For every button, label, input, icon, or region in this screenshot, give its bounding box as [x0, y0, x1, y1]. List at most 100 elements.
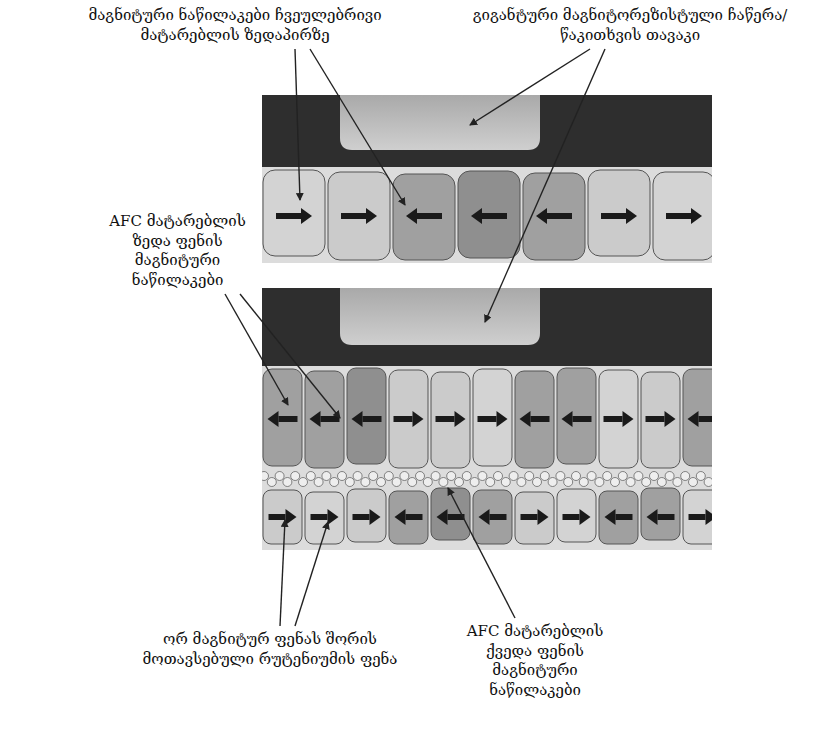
magnet-arrow	[604, 416, 623, 422]
gmr-head	[340, 95, 540, 150]
ruthenium-atom	[478, 472, 487, 481]
magnetic-grain	[389, 491, 428, 544]
ruthenium-atom	[681, 472, 690, 481]
ruthenium-atom	[540, 472, 549, 481]
magnetic-grain	[683, 490, 712, 544]
leader-line	[280, 520, 285, 626]
magnetic-grain	[683, 369, 712, 466]
head-body	[262, 288, 712, 366]
magnet-arrow	[626, 208, 637, 224]
magnetic-grain	[393, 174, 455, 260]
callout-label: AFC მატარებლის ქვედა ფენის მაგნიტური ნაწ…	[455, 622, 615, 700]
magnet-arrow	[353, 514, 370, 520]
ruthenium-atom	[704, 478, 712, 487]
ruthenium-atom	[657, 478, 666, 487]
magnetic-grain	[557, 368, 596, 464]
magnetic-grain	[599, 370, 638, 468]
magnet-arrow	[301, 208, 312, 224]
magnetic-grain	[473, 490, 512, 544]
ruthenium-atom	[533, 478, 542, 487]
leader-line	[470, 49, 590, 125]
magnet-arrow	[646, 416, 665, 422]
magnet-arrow	[370, 509, 381, 525]
ruthenium-atom	[377, 478, 386, 487]
magnet-arrow	[647, 509, 658, 525]
head-body	[262, 95, 712, 167]
magnet-arrow	[531, 416, 550, 422]
magnet-arrow	[580, 509, 591, 525]
magnetic-grain	[389, 370, 428, 468]
leader-line	[295, 49, 300, 200]
magnetic-grain	[599, 491, 638, 544]
ruthenium-atom	[353, 472, 362, 481]
magnet-arrow	[455, 411, 466, 427]
magnetic-grain	[641, 372, 680, 468]
magnet-arrow	[363, 416, 382, 422]
ruthenium-atom	[455, 478, 464, 487]
magnetic-grain	[588, 170, 650, 256]
magnetic-grain	[557, 489, 596, 542]
magnet-arrow	[417, 213, 442, 219]
magnet-arrow	[563, 514, 580, 520]
magnetic-grain	[523, 173, 585, 260]
magnet-arrow	[689, 514, 706, 520]
magnet-arrow	[478, 416, 497, 422]
ruthenium-atom	[330, 478, 339, 487]
ruthenium-atom	[462, 472, 471, 481]
ruthenium-atom	[439, 478, 448, 487]
leader-line	[240, 294, 340, 418]
ruthenium-atom	[642, 478, 651, 487]
ruthenium-atom	[392, 478, 401, 487]
ruthenium-atom	[470, 478, 479, 487]
ruthenium-atom	[595, 478, 604, 487]
magnet-arrow	[688, 411, 699, 427]
magnet-arrow	[666, 213, 691, 219]
magnetic-grain	[431, 488, 470, 540]
magnet-arrow	[321, 416, 340, 422]
magnet-arrow	[471, 208, 482, 224]
leader-line	[310, 49, 405, 205]
magnet-arrow	[413, 411, 424, 427]
magnet-arrow	[573, 416, 592, 422]
ruthenium-atom	[338, 472, 347, 481]
ruthenium-atom	[611, 478, 620, 487]
ruthenium-atom	[696, 472, 705, 481]
magnet-arrow	[665, 411, 676, 427]
magnet-arrow	[562, 411, 573, 427]
ruthenium-atom	[322, 472, 331, 481]
magnet-arrow	[658, 514, 675, 520]
magnet-arrow	[406, 514, 423, 520]
ruthenium-atom	[650, 472, 659, 481]
ruthenium-atom	[447, 472, 456, 481]
ruthenium-atom	[431, 472, 440, 481]
ruthenium-atom	[361, 478, 370, 487]
magnetic-grain	[653, 172, 712, 260]
magnetic-grain	[305, 492, 344, 544]
ruthenium-atom	[423, 478, 432, 487]
magnetic-grain	[431, 372, 470, 468]
leader-lines	[225, 49, 605, 626]
magnet-arrow	[268, 411, 279, 427]
magnet-arrow	[547, 213, 572, 219]
ruthenium-atom	[525, 472, 534, 481]
magnetic-grain	[515, 371, 554, 468]
magnet-arrow	[279, 416, 298, 422]
magnet-arrow	[691, 208, 702, 224]
ruthenium-atom	[548, 478, 557, 487]
medium-band	[262, 366, 712, 550]
ruthenium-atom	[306, 472, 315, 481]
ruthenium-atom	[408, 478, 417, 487]
ruthenium-atom	[275, 472, 284, 481]
magnetic-grain	[458, 171, 520, 258]
ruthenium-atom	[665, 472, 674, 481]
leader-line	[448, 488, 515, 618]
ruthenium-atom	[603, 472, 612, 481]
ruthenium-atom	[618, 472, 627, 481]
magnet-arrow	[276, 213, 301, 219]
ruthenium-atom	[556, 472, 565, 481]
leader-line	[225, 294, 288, 405]
ruthenium-atom	[626, 478, 635, 487]
callout-label: AFC მატარებლის ზედა ფენის მაგნიტური ნაწი…	[100, 212, 255, 290]
callout-label: გიგანტური მაგნიტორეზისტული ჩაწერა/წაკითხ…	[465, 6, 795, 45]
